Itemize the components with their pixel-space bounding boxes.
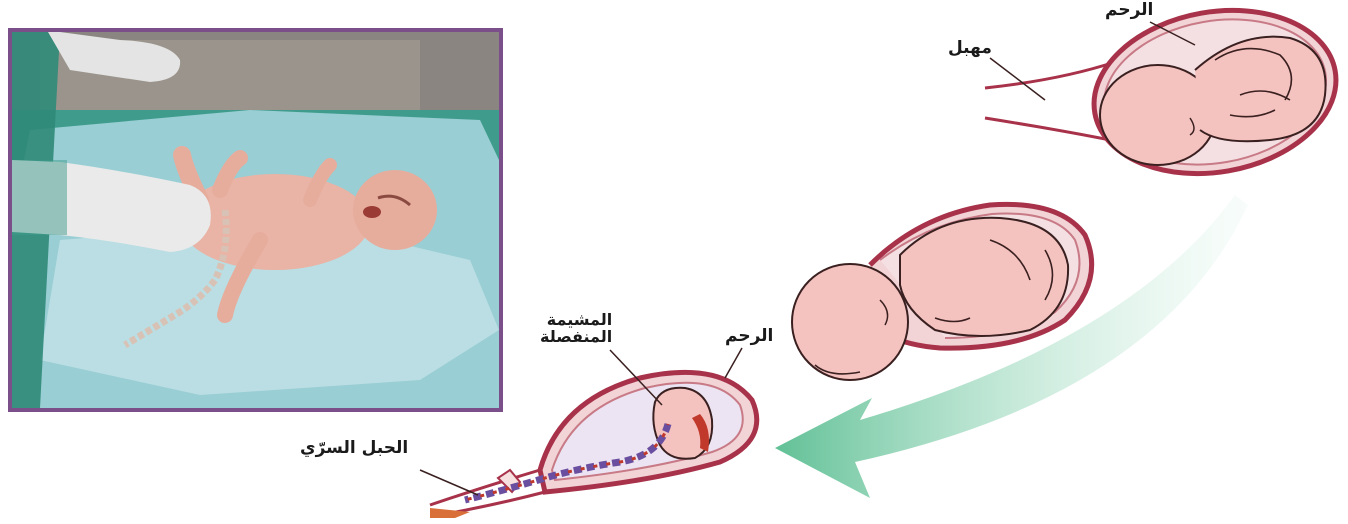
umbilical-cord-label: الحبل السرّي	[300, 440, 408, 458]
detached-placenta-label: المشيمة المنفصلة	[540, 312, 612, 346]
newborn-photo	[8, 28, 503, 412]
cord-leader	[420, 470, 478, 495]
fetus-in-uterus-icon	[985, 0, 1348, 192]
uterus-bottom-leader	[725, 348, 742, 378]
cervix-leader	[990, 58, 1045, 100]
cervix-label: مهبل	[948, 40, 992, 58]
uterus-label-bottom: الرحم	[725, 328, 773, 346]
placenta-label-line2: المنفصلة	[540, 329, 612, 346]
uterus-label-top: الرحم	[1105, 2, 1153, 20]
